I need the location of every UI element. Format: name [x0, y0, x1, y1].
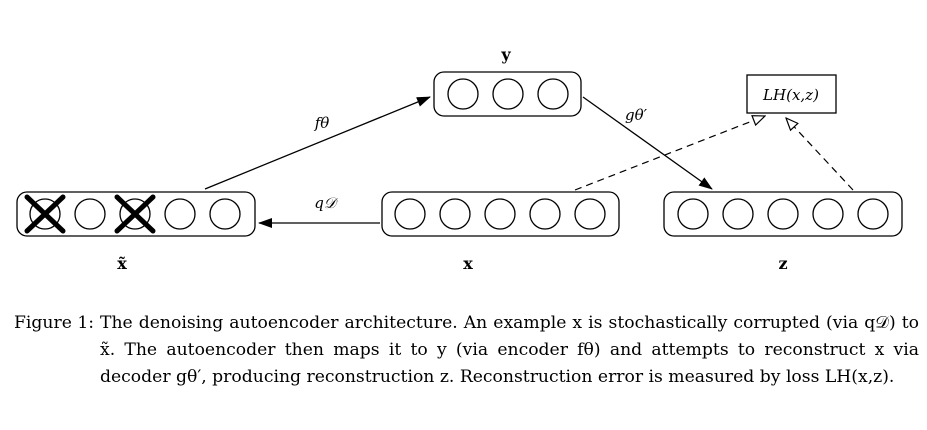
- x-unit: [574, 198, 606, 230]
- z-unit: [812, 198, 844, 230]
- y-unit: [447, 78, 479, 110]
- x-unit: [439, 198, 471, 230]
- x-unit: [484, 198, 516, 230]
- label-loss: LH(x,z): [762, 86, 819, 104]
- x-tilde-unit: [209, 198, 241, 230]
- x-units: [394, 198, 606, 230]
- x-tilde-unit: [164, 198, 196, 230]
- x-unit: [394, 198, 426, 230]
- y-unit: [537, 78, 569, 110]
- label-z: z: [778, 254, 787, 273]
- loss-input-z-line: [786, 118, 854, 191]
- label-g-theta-prime: gθ′: [625, 106, 648, 124]
- label-y: y: [500, 45, 511, 64]
- y-unit: [492, 78, 524, 110]
- autoencoder-diagram: y x̃ x z fθ gθ′ q𝒟 LH(x,z): [16, 45, 903, 273]
- z-unit: [767, 198, 799, 230]
- x-unit: [529, 198, 561, 230]
- x-tilde-units: [29, 198, 241, 230]
- caption-label: Figure 1:: [14, 313, 95, 333]
- x-tilde-layer-box: [16, 191, 256, 237]
- label-f-theta: fθ: [314, 114, 330, 132]
- y-layer-box: [433, 71, 582, 117]
- z-units: [677, 198, 889, 230]
- encoder-arrow: [204, 96, 431, 190]
- loss-input-x-line: [574, 116, 765, 191]
- caption-text: The denoising autoencoder architecture. …: [100, 313, 919, 387]
- z-unit: [722, 198, 754, 230]
- decoder-arrow: [582, 96, 713, 190]
- x-layer-box: [381, 191, 620, 237]
- z-layer-box: [663, 191, 903, 237]
- z-unit: [677, 198, 709, 230]
- label-x: x: [463, 254, 473, 273]
- corruption-cross-icon: [114, 194, 156, 234]
- y-units: [447, 78, 569, 110]
- z-unit: [857, 198, 889, 230]
- x-tilde-unit: [29, 198, 61, 230]
- label-x-tilde: x̃: [117, 254, 127, 273]
- x-tilde-unit: [74, 198, 106, 230]
- x-tilde-unit: [119, 198, 151, 230]
- figure-caption: Figure 1: The denoising autoencoder arch…: [14, 310, 919, 391]
- corruption-cross-icon: [24, 194, 66, 234]
- label-q-d: q𝒟: [314, 194, 339, 212]
- loss-box: [746, 74, 837, 114]
